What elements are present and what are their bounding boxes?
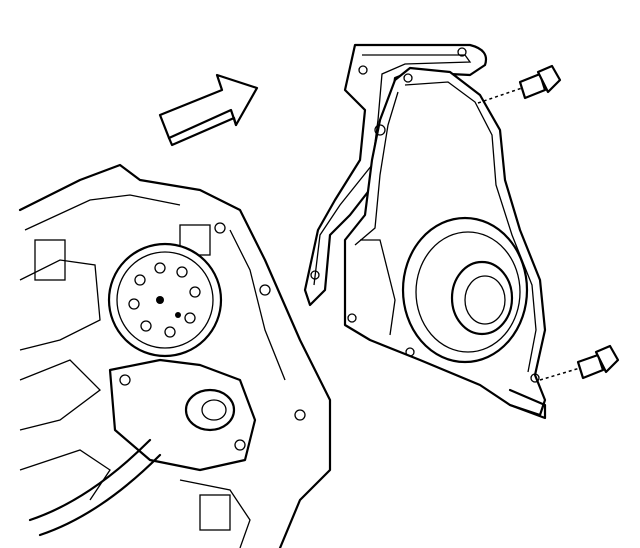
front-cover	[343, 66, 547, 420]
engine-block	[18, 163, 332, 548]
sprocket-holes	[128, 262, 201, 338]
bolt-icon	[539, 344, 620, 381]
oil-pickup-tube	[28, 438, 162, 537]
timing-sprocket	[107, 242, 223, 358]
direction-arrow-icon	[158, 73, 259, 147]
bolt-icon	[477, 64, 562, 104]
oil-pump	[108, 358, 257, 472]
